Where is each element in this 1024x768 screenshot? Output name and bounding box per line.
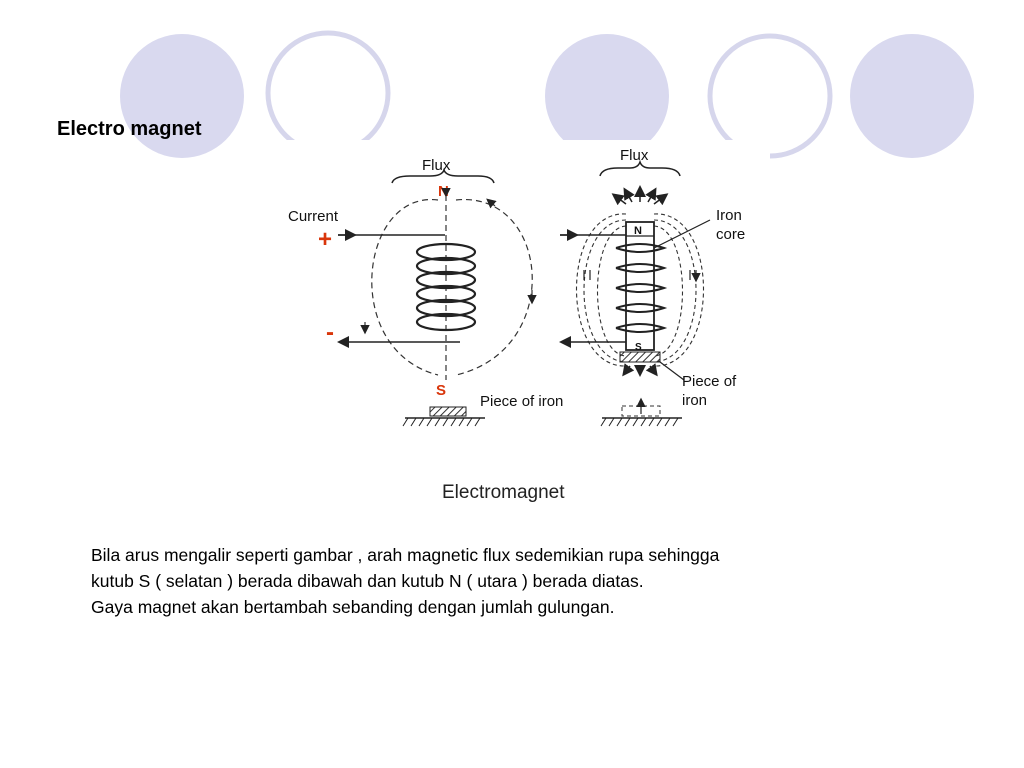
- iron-label-right-line2: iron: [682, 392, 707, 409]
- plus-sign: +: [318, 226, 332, 253]
- iron-piece-right: [619, 351, 661, 363]
- minus-sign: -: [326, 319, 334, 346]
- iron-label-left: Piece of iron: [480, 393, 563, 410]
- coil-right: [615, 243, 668, 333]
- deco-circle-filled-3: [850, 34, 974, 158]
- iron-core-label-line2: core: [716, 226, 745, 243]
- north-pole-label: N: [438, 183, 449, 200]
- flux-spray-bottom: [622, 363, 658, 377]
- core-north-label: N: [634, 225, 642, 237]
- body-line-3: Gaya magnet akan bertambah sebanding den…: [91, 597, 615, 617]
- flux-arrows-sides: [583, 270, 696, 280]
- core-south-label: S: [635, 342, 642, 353]
- diagram-caption: Electromagnet: [442, 482, 565, 503]
- flux-loop-left-outer: [371, 199, 439, 376]
- electromagnet-diagram: Flux N Current + - S Piece of iron: [288, 147, 745, 503]
- body-line-1: Bila arus mengalir seperti gambar , arah…: [91, 545, 720, 565]
- flux-spray-top: [611, 185, 669, 206]
- ground-hatch-left: [402, 417, 481, 427]
- decorative-circles: [120, 30, 974, 170]
- slide-title: Electro magnet: [57, 118, 202, 140]
- core-pointer: [653, 219, 711, 249]
- flux-field-lines-right: [575, 213, 705, 367]
- iron-pointer: [659, 361, 685, 381]
- deco-circle-outline-2: [707, 33, 833, 159]
- iron-ghost: [621, 405, 661, 417]
- flux-brace-left: [391, 167, 495, 184]
- deco-circle-filled-2: [545, 34, 669, 158]
- south-pole-label: S: [436, 382, 446, 399]
- current-label: Current: [288, 208, 339, 225]
- flux-label-right: Flux: [620, 147, 649, 164]
- body-line-2: kutub S ( selatan ) berada dibawah dan k…: [91, 571, 644, 591]
- iron-label-right-line1: Piece of: [682, 373, 737, 390]
- body-text: Bila arus mengalir seperti gambar , arah…: [91, 542, 951, 620]
- left-electromagnet: Flux N Current + - S Piece of iron: [288, 157, 563, 427]
- flux-loop-right-outer: [455, 199, 533, 376]
- flux-brace-right: [599, 159, 681, 177]
- deco-mask: [270, 140, 770, 170]
- deco-circle-filled-1: [120, 34, 244, 158]
- flux-label-left: Flux: [422, 157, 451, 174]
- coil-left: [415, 242, 477, 332]
- iron-core-label-line1: Iron: [716, 207, 742, 224]
- ground-hatch-right: [600, 417, 679, 427]
- deco-circle-outline-1: [265, 30, 391, 156]
- iron-piece-left: [429, 406, 467, 417]
- right-electromagnet: Flux N: [559, 147, 745, 427]
- flux-arrow-top: [486, 198, 497, 209]
